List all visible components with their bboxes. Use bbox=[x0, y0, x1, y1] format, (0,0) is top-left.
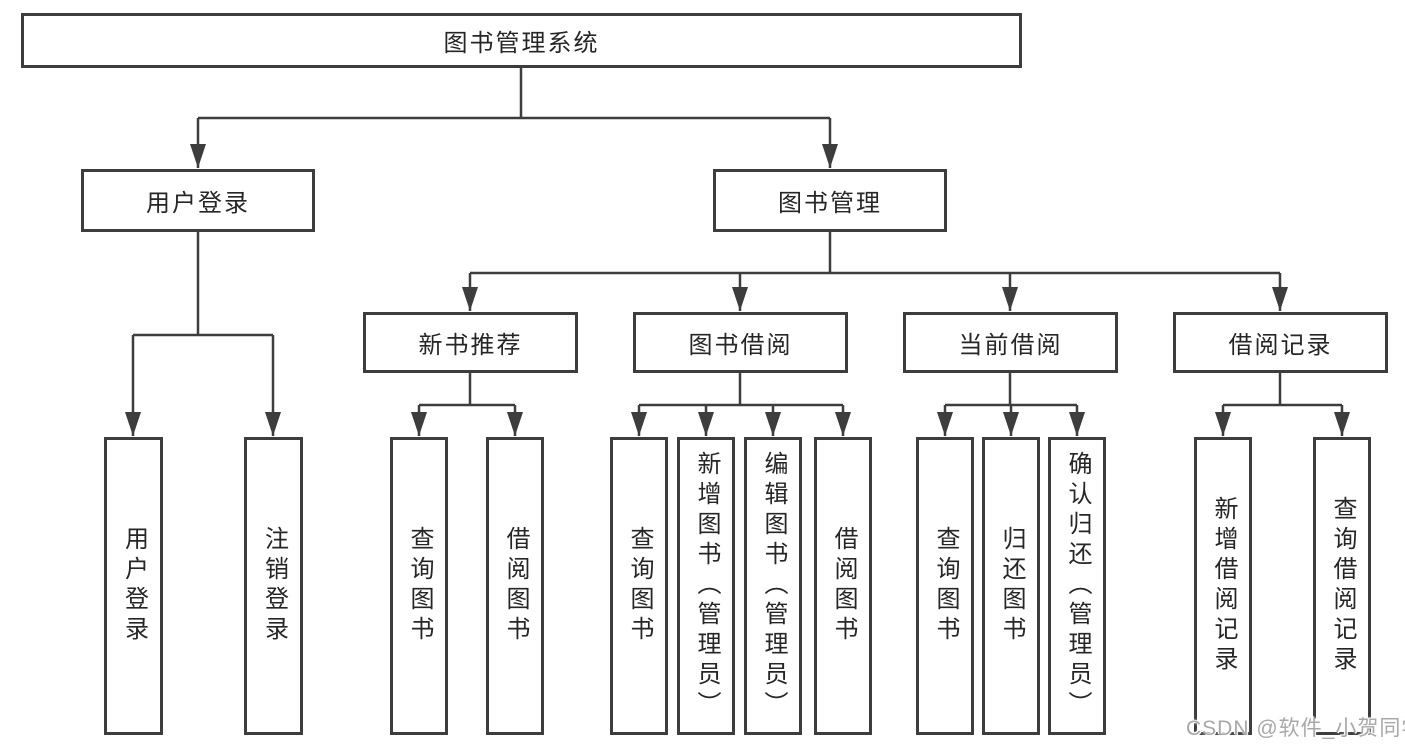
leaf-borrow-books-2-label: 借阅图书 bbox=[830, 526, 857, 646]
leaf-query-borrow-record: 查询借阅记录 bbox=[1313, 437, 1371, 735]
node-new-book-recommendation: 新书推荐 bbox=[363, 312, 578, 373]
leaf-query-books-3: 查询图书 bbox=[916, 437, 974, 735]
node-library-system: 图书管理系统 bbox=[21, 13, 1022, 68]
leaf-query-borrow-record-label: 查询借阅记录 bbox=[1329, 496, 1356, 676]
leaf-return-books: 归还图书 bbox=[982, 437, 1040, 735]
connector-elbows bbox=[133, 68, 1342, 407]
leaf-query-books-3-label: 查询图书 bbox=[932, 526, 959, 646]
leaf-add-borrow-record: 新增借阅记录 bbox=[1194, 437, 1252, 735]
node-book-borrowing: 图书借阅 bbox=[633, 312, 848, 373]
node-current-borrowing: 当前借阅 bbox=[903, 312, 1118, 373]
leaf-edit-book-admin: 编辑图书（管理员） bbox=[744, 437, 802, 735]
leaf-query-books-2: 查询图书 bbox=[610, 437, 668, 735]
node-book-management: 图书管理 bbox=[713, 169, 947, 232]
leaf-query-books-1: 查询图书 bbox=[390, 437, 448, 735]
leaf-edit-book-admin-label: 编辑图书（管理员） bbox=[760, 451, 787, 721]
leaf-borrow-books-1-label: 借阅图书 bbox=[502, 526, 529, 646]
node-user-login: 用户登录 bbox=[81, 169, 315, 232]
leaf-add-book-admin-label: 新增图书（管理员） bbox=[693, 451, 720, 721]
leaf-user-login-label: 用户登录 bbox=[120, 526, 148, 646]
node-borrowing-records: 借阅记录 bbox=[1173, 312, 1388, 373]
leaf-logout: 注销登录 bbox=[244, 437, 303, 735]
csdn-watermark: CSDN @软件_小贺同学 bbox=[1186, 717, 1405, 740]
leaf-query-books-1-label: 查询图书 bbox=[406, 526, 433, 646]
leaf-confirm-return-admin-label: 确认归还（管理员） bbox=[1064, 451, 1091, 721]
leaf-borrow-books-2: 借阅图书 bbox=[814, 437, 872, 735]
leaf-add-borrow-record-label: 新增借阅记录 bbox=[1210, 496, 1237, 676]
leaf-add-book-admin: 新增图书（管理员） bbox=[677, 437, 735, 735]
leaf-borrow-books-1: 借阅图书 bbox=[486, 437, 544, 735]
leaf-return-books-label: 归还图书 bbox=[998, 526, 1025, 646]
leaf-user-login: 用户登录 bbox=[104, 437, 163, 735]
leaf-logout-label: 注销登录 bbox=[260, 526, 288, 646]
leaf-query-books-2-label: 查询图书 bbox=[626, 526, 653, 646]
leaf-confirm-return-admin: 确认归还（管理员） bbox=[1048, 437, 1106, 735]
